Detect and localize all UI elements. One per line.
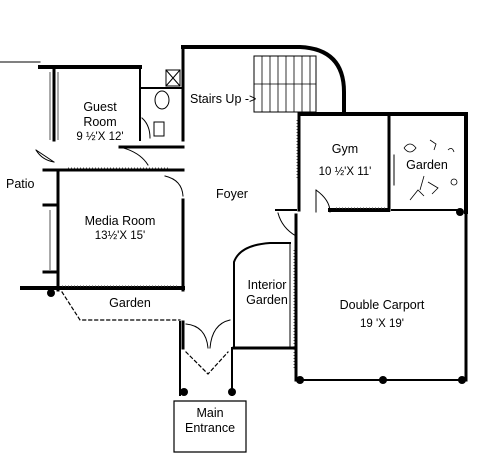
column xyxy=(379,376,387,384)
column xyxy=(228,388,236,396)
column xyxy=(180,388,188,396)
interior-garden-label: Interior Garden xyxy=(240,278,294,308)
plant-icon xyxy=(403,139,455,201)
entrance-box xyxy=(173,400,247,453)
foyer-label: Foyer xyxy=(216,187,248,201)
front-garden-label: Garden xyxy=(109,296,151,310)
door-main-right xyxy=(209,319,231,349)
side-garden-label: Garden xyxy=(406,158,448,172)
carport-dim: 19 'X 19' xyxy=(359,318,405,330)
patio-label: Patio xyxy=(6,177,35,191)
window-guest-left xyxy=(49,72,59,140)
guest-room-name: Guest xyxy=(83,100,117,114)
media-room-label: Media Room 13½'X 15' xyxy=(76,214,164,244)
gym-dim: 10 ½'X 11' xyxy=(318,166,372,178)
interior-garden-name-2: Garden xyxy=(246,293,288,307)
wall-gym-top xyxy=(298,112,468,214)
wall-bath xyxy=(139,66,184,141)
stairs-treads xyxy=(253,55,317,113)
porch-dashed xyxy=(185,351,229,375)
column xyxy=(47,289,55,297)
toilet xyxy=(154,90,170,110)
gym-name: Gym xyxy=(331,142,359,156)
media-room-dim: 13½'X 15' xyxy=(94,230,146,242)
guest-room-dim: 9 ½'X 12' xyxy=(76,131,124,143)
shower xyxy=(165,69,181,87)
door-foyer-right xyxy=(277,212,297,237)
wall-media-left-bump xyxy=(42,203,60,274)
stairs-outline xyxy=(253,55,317,113)
porch-lines xyxy=(179,321,233,396)
stairs-label: Stairs Up -> xyxy=(190,92,257,106)
door-guest xyxy=(35,149,55,163)
column xyxy=(296,376,304,384)
door-media xyxy=(164,175,184,197)
guest-room-name-2: Room xyxy=(83,115,117,129)
entrance-name: Main xyxy=(196,406,224,420)
guest-room-label: Guest Room 9 ½'X 12' xyxy=(70,100,130,145)
door-gym xyxy=(315,189,331,213)
wall-interior-garden xyxy=(233,242,291,349)
media-room-name: Media Room xyxy=(84,214,156,228)
carport-name: Double Carport xyxy=(339,298,425,312)
carport-label: Double Carport 19 'X 19' xyxy=(330,298,434,332)
entrance-label: Main Entrance xyxy=(176,406,244,436)
interior-garden-name: Interior xyxy=(247,278,287,292)
door-main-left xyxy=(185,323,209,349)
front-garden-edge xyxy=(61,291,181,321)
gym-label: Gym 10 ½'X 11' xyxy=(312,142,378,180)
column xyxy=(458,376,466,384)
bath-door xyxy=(141,117,151,139)
door-guest-2 xyxy=(119,146,149,166)
wall-foyer-top xyxy=(181,45,346,114)
entrance-name-2: Entrance xyxy=(184,421,236,435)
column xyxy=(456,208,464,216)
